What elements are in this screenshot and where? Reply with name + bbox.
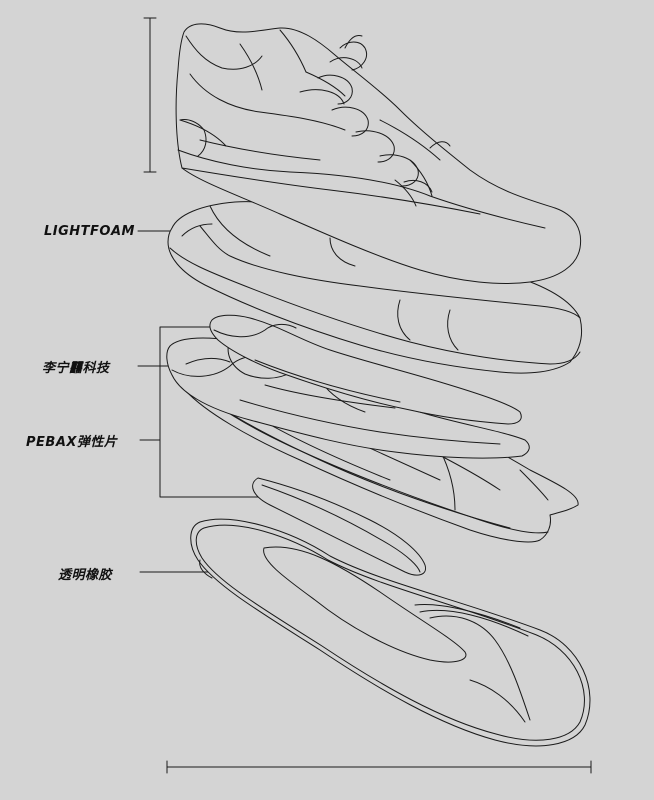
shoe-upper-layer (175, 23, 582, 284)
length-dimension-line (166, 760, 592, 774)
pebax-plate-layer (252, 477, 427, 576)
boom-tech-label: 李宁䨻科技 (42, 361, 110, 376)
height-dimension-line (143, 17, 157, 173)
front-pod-layer (166, 337, 530, 459)
transparent-rubber-label: 透明橡胶 (58, 568, 113, 583)
top-insert-layer (209, 314, 522, 425)
rubber-outsole-layer (190, 518, 591, 747)
pebax-label: PEBAX弹性片 (26, 435, 118, 450)
lightfoam-label: LIGHTFOAM (44, 224, 135, 239)
bracket-line (159, 326, 263, 498)
